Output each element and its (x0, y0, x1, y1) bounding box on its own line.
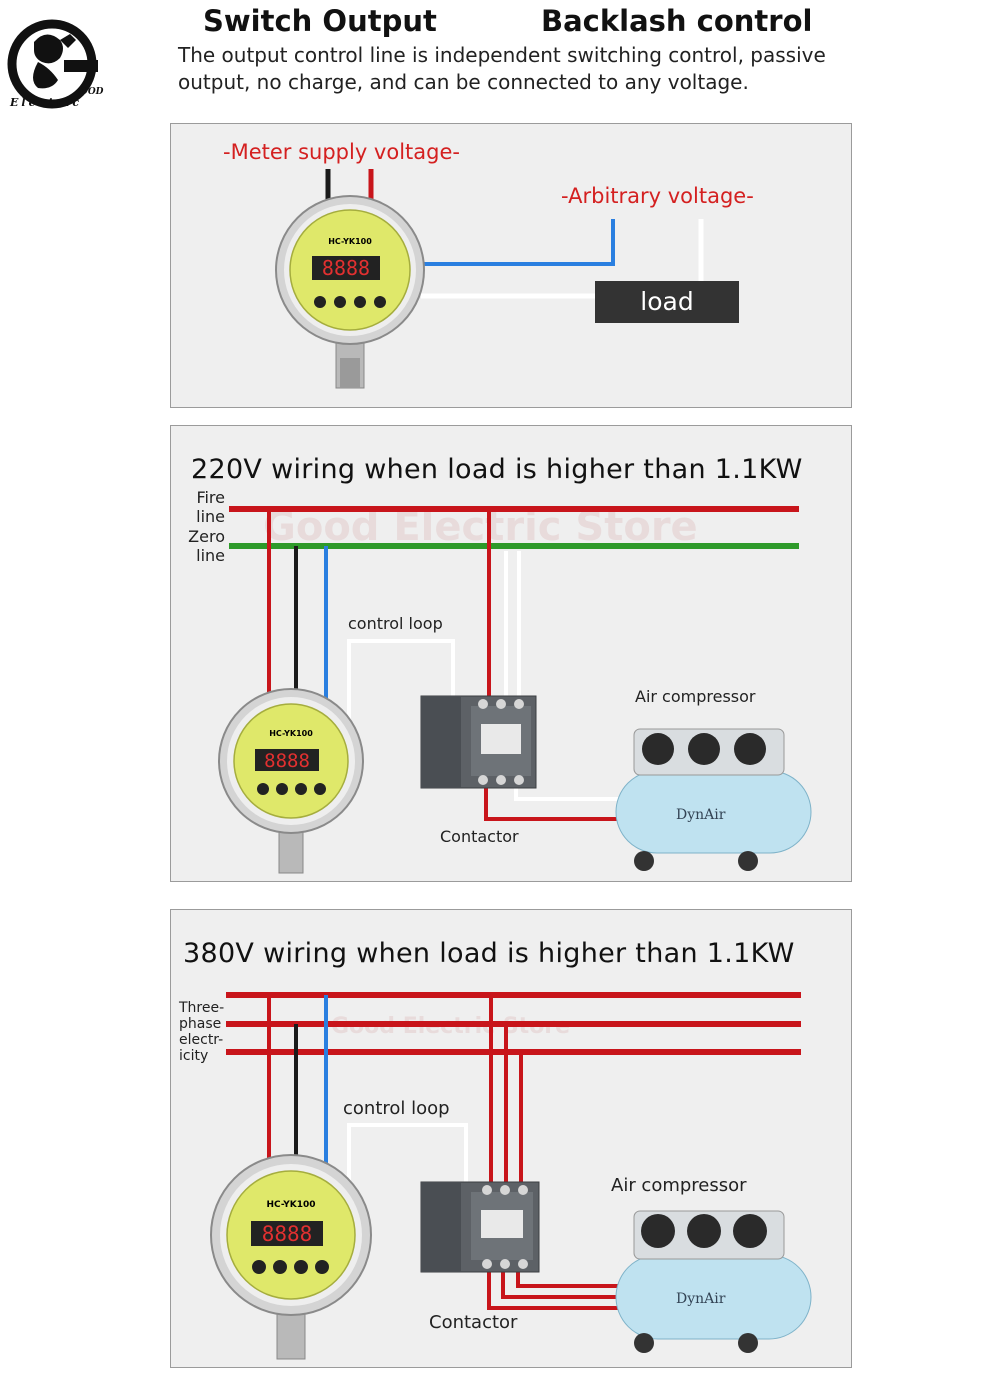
svg-text:8888: 8888 (264, 750, 310, 772)
logo-suffix: OOD (80, 87, 104, 97)
brand-logo (7, 19, 98, 109)
logo-text: Electric (10, 96, 83, 109)
air-compressor: DynAir (615, 1210, 812, 1353)
load-box: load (595, 281, 739, 323)
svg-text:8888: 8888 (262, 1222, 313, 1246)
svg-text:HC-YK100: HC-YK100 (266, 1200, 315, 1210)
panel-220v-wiring: Good Electric Store (170, 425, 852, 882)
wiring-diagram-380v: HC-YK100 8888 DynAir (210, 992, 812, 1360)
arbitrary-voltage-label: -Arbitrary voltage- (561, 184, 754, 208)
control-loop-label: control loop (348, 614, 443, 633)
pressure-gauge: HC-YK100 8888 (210, 1154, 372, 1360)
zero-line-label: Zero line (188, 527, 225, 565)
control-loop-label: control loop (343, 1098, 450, 1119)
title-switch-output: Switch Output (203, 4, 437, 38)
panel-switch-output: HC-YK100 8888 -Meter supply voltage- -Ar… (170, 123, 852, 408)
pressure-gauge: HC-YK100 8888 (275, 195, 425, 389)
wiring-diagram-220v: HC-YK100 8888 DynAir (218, 506, 812, 874)
title-backlash-control: Backlash control (541, 4, 813, 38)
air-compressor-label: Air compressor (611, 1175, 747, 1196)
pressure-gauge: HC-YK100 8888 (218, 688, 364, 874)
contactor (420, 1181, 540, 1273)
wiring-diagram-1: HC-YK100 8888 (275, 169, 704, 389)
air-compressor-label: Air compressor (635, 687, 756, 706)
svg-text:DynAir: DynAir (676, 1291, 726, 1307)
intro-description: The output control line is independent s… (178, 43, 826, 94)
panel-380v-wiring: Good Electric Store (170, 909, 852, 1368)
fire-line-label: Fire line (196, 488, 225, 526)
heading-220v: 220V wiring when load is higher than 1.1… (191, 454, 803, 485)
gauge-display: 8888 (322, 256, 370, 280)
contactor-label: Contactor (429, 1312, 518, 1333)
meter-supply-voltage-label: -Meter supply voltage- (223, 140, 460, 164)
air-compressor: DynAir (615, 728, 812, 871)
contactor-label: Contactor (440, 827, 519, 846)
svg-text:HC-YK100: HC-YK100 (269, 729, 313, 738)
control-wire-blue (421, 219, 615, 266)
heading-380v: 380V wiring when load is higher than 1.1… (183, 938, 795, 969)
compressor-brand: DynAir (676, 807, 726, 823)
gauge-model: HC-YK100 (328, 237, 372, 246)
three-phase-label: Three- phase electr- icity (179, 1000, 225, 1064)
contactor (420, 695, 537, 789)
